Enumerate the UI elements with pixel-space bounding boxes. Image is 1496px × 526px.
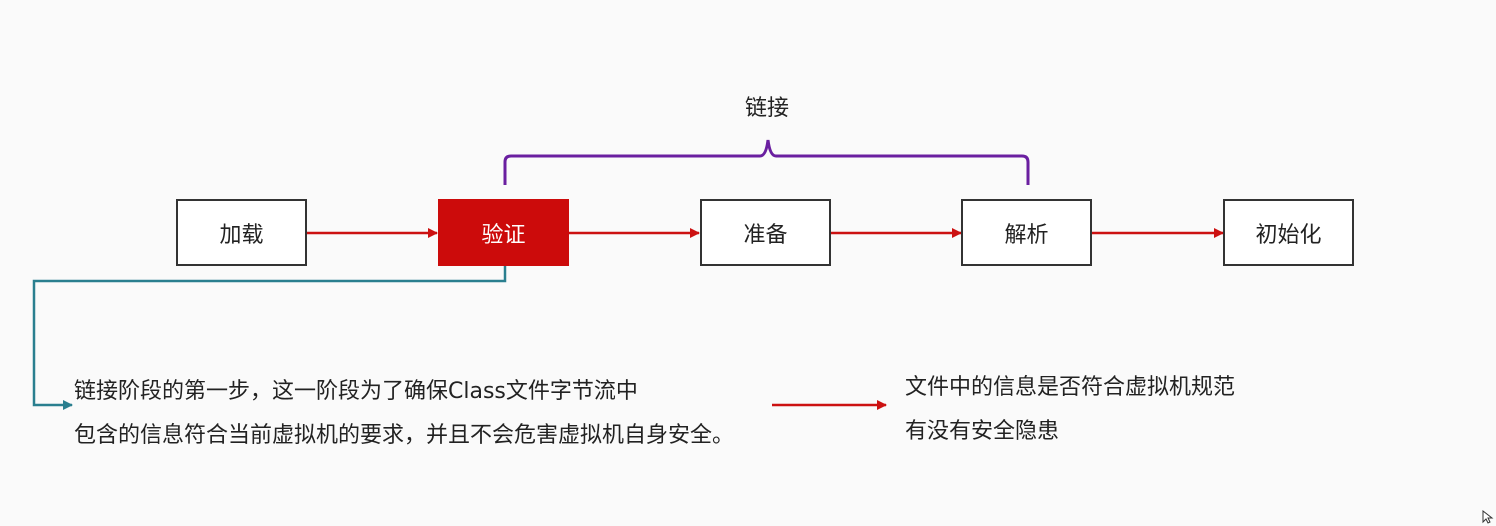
- stage-prepare: 准备: [700, 199, 831, 266]
- stage-initialize: 初始化: [1223, 199, 1354, 266]
- linking-brace: [503, 139, 1030, 185]
- stage-load: 加载: [176, 199, 307, 266]
- description-line-2: 包含的信息符合当前虚拟机的要求，并且不会危害虚拟机自身安全。: [74, 423, 735, 448]
- verification-purpose: 文件中的信息是否符合虚拟机规范 有没有安全隐患: [905, 366, 1235, 454]
- stage-verify: 验证: [438, 199, 569, 266]
- stage-resolve: 解析: [961, 199, 1092, 266]
- linking-group-label: 链接: [744, 96, 789, 121]
- mouse-cursor-icon: [1482, 510, 1494, 524]
- verify-callout-connector: [32, 265, 507, 410]
- purpose-line-2: 有没有安全隐患: [905, 419, 1060, 444]
- description-line-1: 链接阶段的第一步，这一阶段为了确保Class文件字节流中: [74, 379, 638, 404]
- purpose-line-1: 文件中的信息是否符合虚拟机规范: [905, 375, 1236, 400]
- verification-description: 链接阶段的第一步，这一阶段为了确保Class文件字节流中 包含的信息符合当前虚拟…: [74, 370, 734, 458]
